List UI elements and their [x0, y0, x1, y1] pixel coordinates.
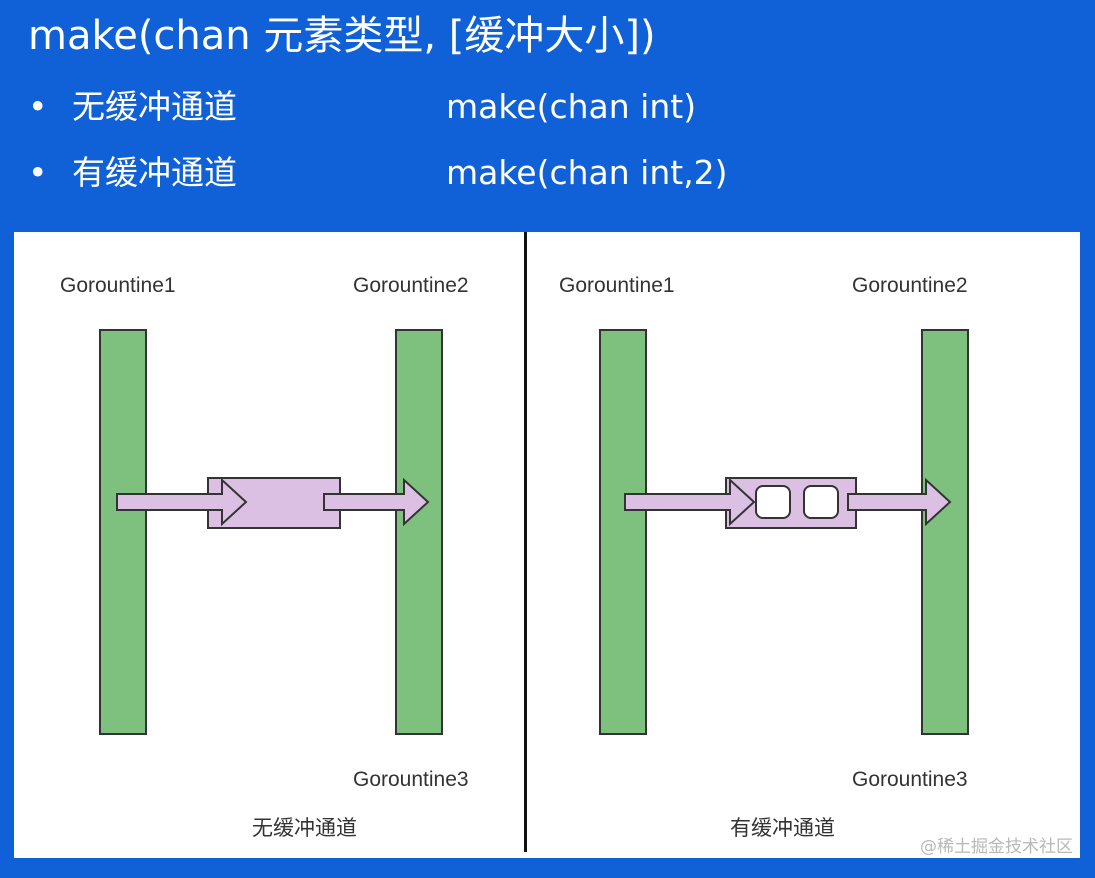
goroutine1-bar	[99, 329, 147, 735]
bullet-dot: •	[28, 153, 48, 192]
watermark: @稀土掘金技术社区	[920, 837, 1073, 857]
bullet-dot: •	[28, 87, 48, 126]
send-arrow	[624, 477, 756, 527]
goroutine2-bar	[921, 329, 969, 735]
goroutine1-bar	[599, 329, 647, 735]
goroutine1-label: Gorountine1	[559, 274, 675, 297]
diagram-drawing	[99, 329, 969, 735]
bullet-code: make(chan int)	[446, 87, 697, 126]
goroutine2-label: Gorountine2	[852, 274, 968, 297]
goroutine1-label: Gorountine1	[60, 274, 176, 297]
goroutine3-label: Gorountine3	[852, 768, 968, 791]
bullet-term: 无缓冲通道	[72, 87, 237, 126]
send-arrow	[116, 477, 248, 527]
bullet-code: make(chan int,2)	[446, 153, 728, 192]
slide-title: make(chan 元素类型, [缓冲大小])	[28, 13, 656, 59]
panel-divider	[524, 232, 527, 852]
goroutine3-label: Gorountine3	[353, 768, 469, 791]
channel-diagram: Gorountine1 Gorountine2 Gorountine3 无缓冲通…	[14, 232, 1080, 858]
buffered-caption: 有缓冲通道	[730, 816, 835, 840]
buffer-slot	[755, 485, 791, 519]
goroutine2-label: Gorountine2	[353, 274, 469, 297]
receive-arrow	[323, 477, 430, 527]
unbuffered-caption: 无缓冲通道	[252, 816, 357, 840]
bullet-term: 有缓冲通道	[72, 153, 237, 192]
goroutine2-bar	[395, 329, 443, 735]
receive-arrow	[847, 477, 952, 527]
buffer-slot	[803, 485, 839, 519]
